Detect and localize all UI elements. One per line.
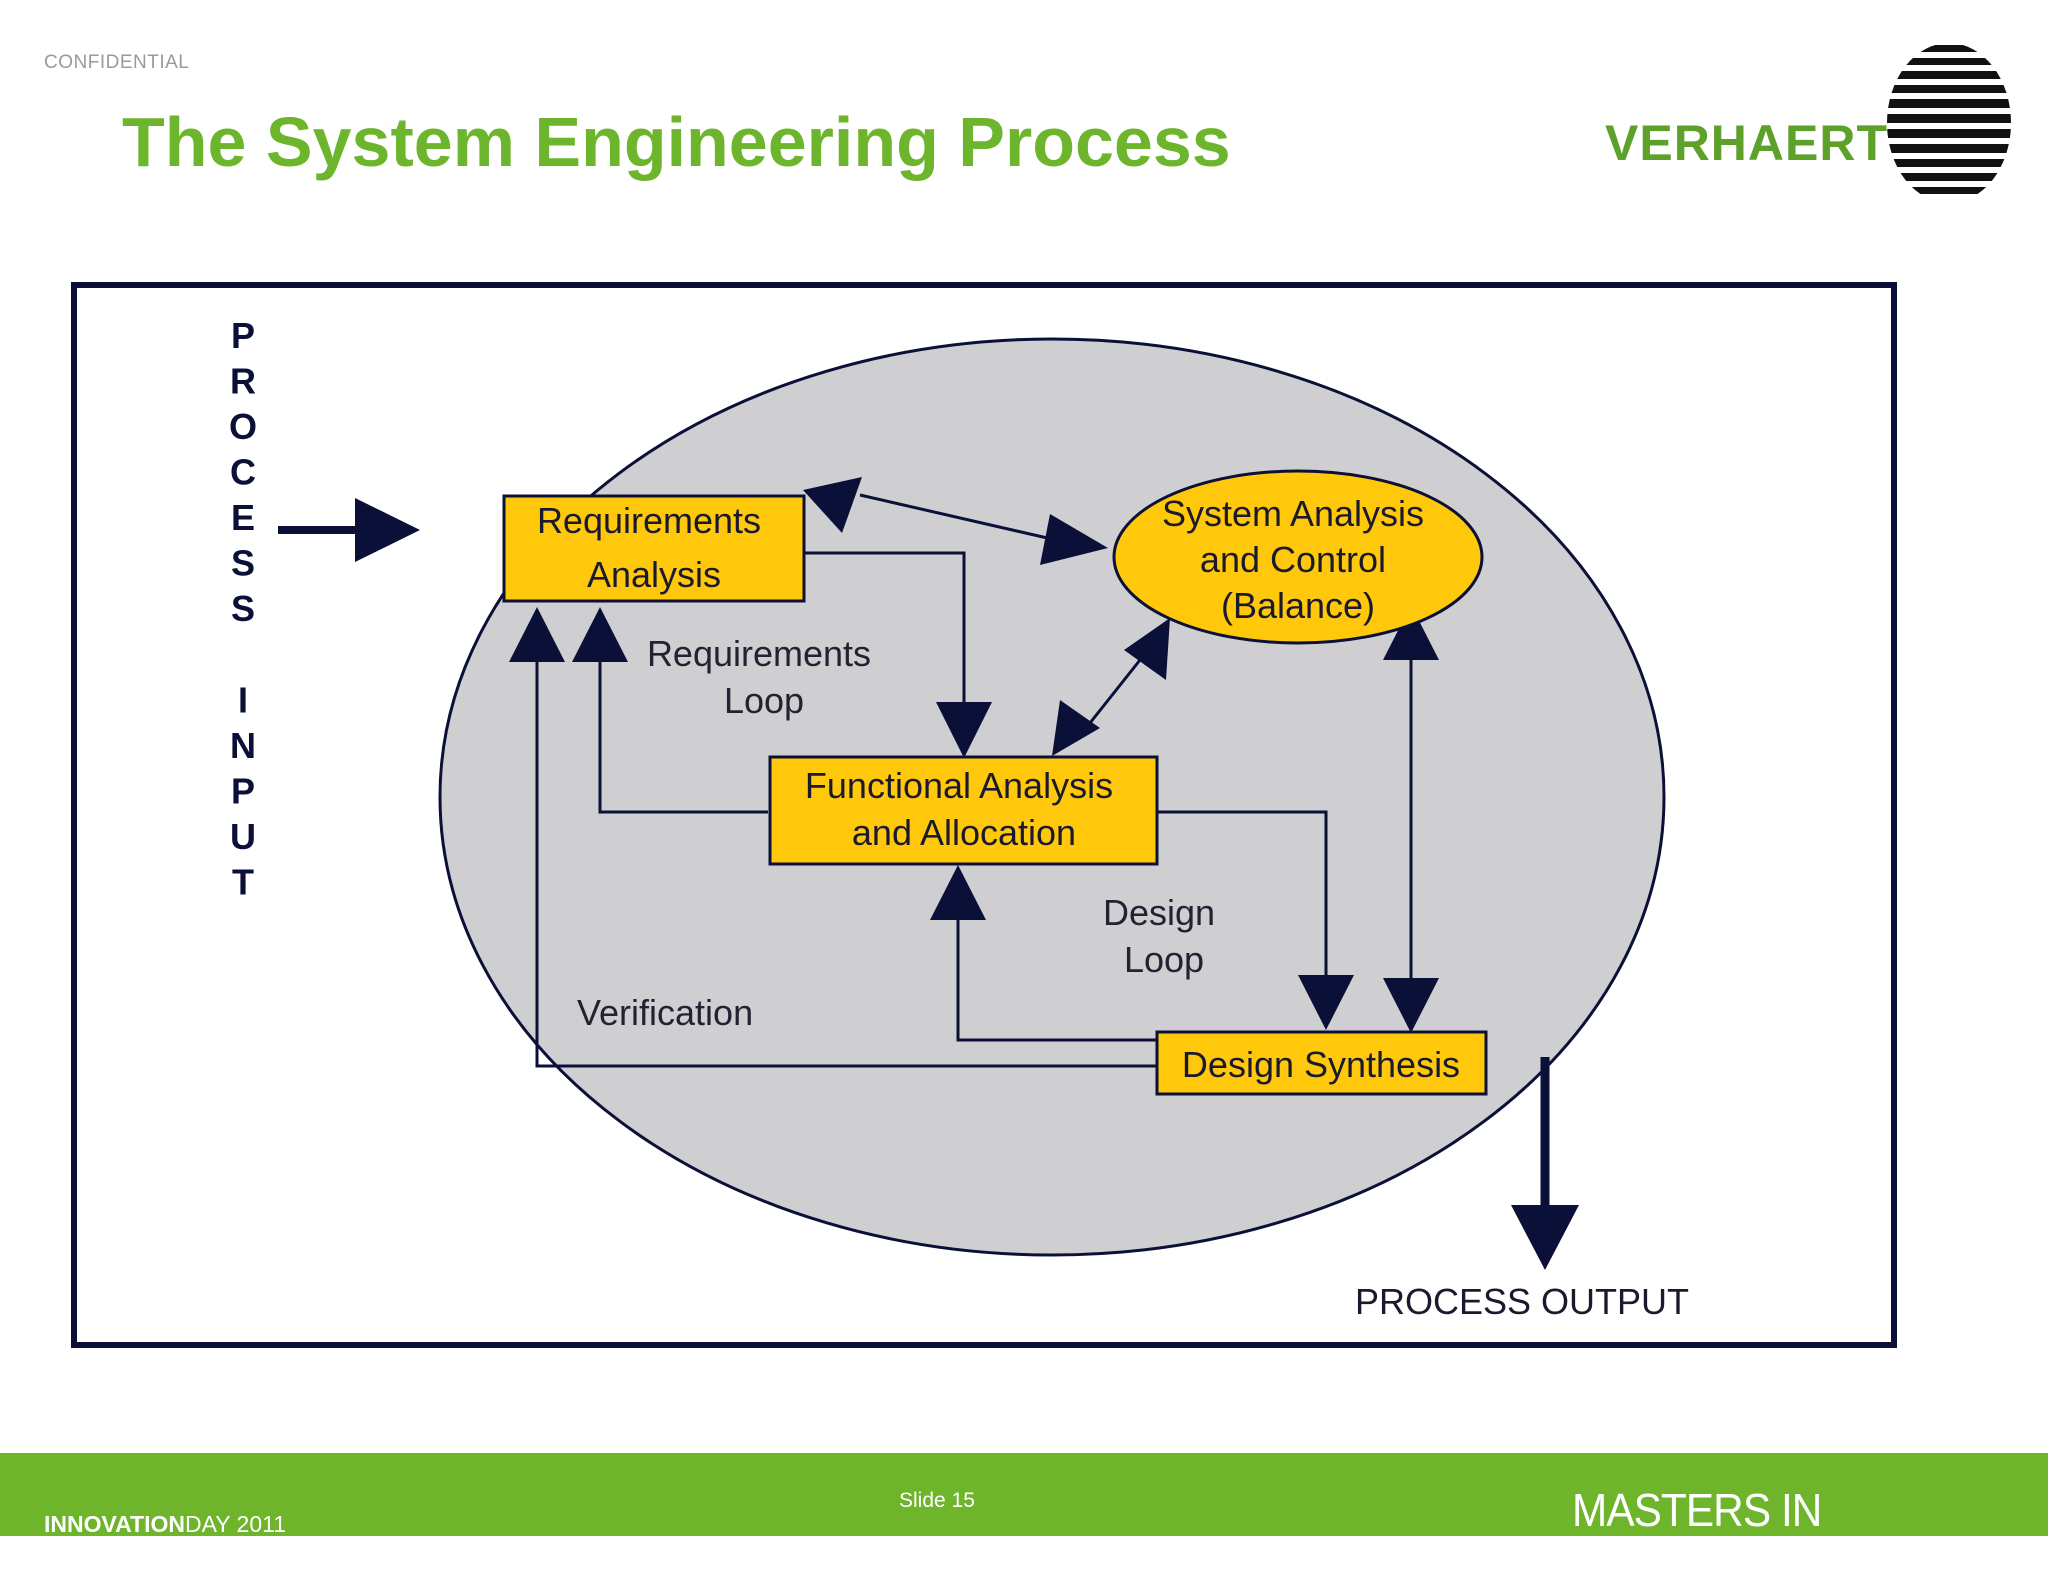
footer-brand-rest: DAY 2011 [184, 1511, 287, 1537]
footer-tagline: MASTERS IN INNOVATION® [1572, 1484, 1851, 1590]
requirements-analysis-box [502, 494, 806, 603]
functional-analysis-box [768, 755, 1159, 866]
footer-brand-bold: INNOVATION [44, 1511, 185, 1537]
slide-number: Slide 15 [899, 1489, 975, 1512]
slide-title: The System Engineering Process [122, 103, 1231, 181]
verhaert-logo-text: VERHAERT [1605, 115, 1889, 171]
system-analysis-ellipse [1112, 469, 1484, 645]
footer-brand: INNOVATIONDAY 2011 [44, 1511, 286, 1538]
confidential-label: CONFIDENTIAL [44, 52, 190, 73]
functional-analysis-label: Functional Analysis and Allocation [805, 765, 1123, 853]
footer-bar: INNOVATIONDAY 2011 Slide 15 MASTERS IN I… [0, 1453, 2048, 1590]
verhaert-logo-icon [1887, 45, 2011, 194]
requirements-loop-label: Requirements Loop [647, 633, 881, 721]
process-output-arrowhead [1511, 1205, 1579, 1270]
design-loop-label: Design Loop [1103, 892, 1225, 980]
design-synthesis-label: Design Synthesis [1182, 1044, 1460, 1085]
system-analysis-label: System Analysis and Control (Balance) [1162, 493, 1434, 626]
process-output-label: PROCESS OUTPUT [1355, 1281, 1689, 1322]
requirements-analysis-label: Requirements Analysis [537, 500, 771, 595]
design-synthesis-box [1155, 1030, 1488, 1096]
verification-label: Verification [577, 992, 753, 1033]
process-input-arrowhead [355, 498, 420, 562]
